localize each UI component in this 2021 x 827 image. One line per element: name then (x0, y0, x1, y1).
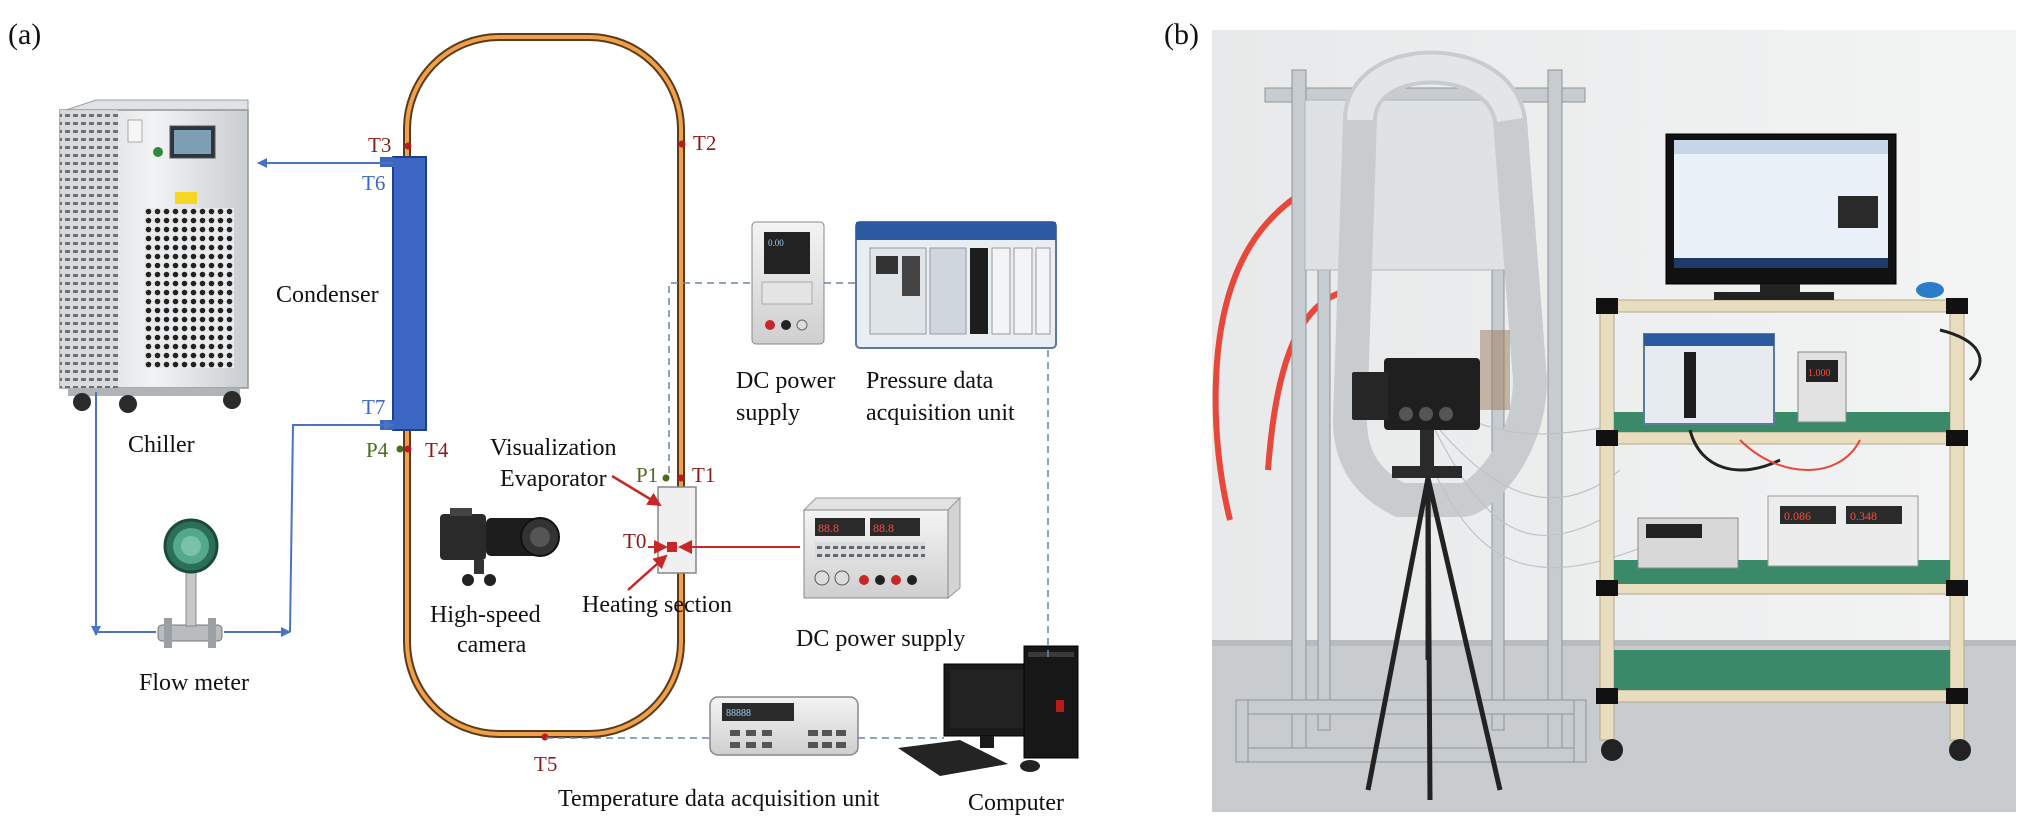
sensor-T0: T0 (623, 529, 646, 553)
sensor-markers (396, 140, 686, 741)
sensor-T1: T1 (692, 463, 715, 487)
desktop-computer-icon (898, 645, 1079, 776)
pressure-daq-label-2: acquisition unit (866, 400, 1015, 426)
dc-power-supply-bottom-label: DC power supply (796, 626, 965, 652)
svg-text:0.086: 0.086 (1784, 509, 1811, 523)
temperature-daq-icon: 88888 (709, 696, 859, 756)
chiller-icon (59, 99, 249, 413)
evaporator-pointer (611, 474, 662, 507)
svg-text:1.000: 1.000 (1808, 368, 1831, 379)
camera-label-2: camera (457, 632, 527, 658)
panel-label-a: (a) (8, 18, 41, 51)
sensor-T5: T5 (534, 752, 557, 776)
flow-meter-label: Flow meter (139, 670, 249, 696)
sensor-P4: P4 (366, 438, 389, 462)
svg-text:0.00: 0.00 (768, 238, 784, 248)
sensor-P1: P1 (636, 463, 658, 487)
visualization-evaporator (657, 486, 697, 574)
lab-photo: 1.000 0.086 0.348 (1212, 30, 2016, 812)
sensor-T3: T3 (368, 133, 391, 157)
svg-text:88.8: 88.8 (873, 521, 894, 535)
pressure-daq-label-1: Pressure data (866, 368, 994, 394)
loop-pipe (403, 33, 685, 738)
evaporator-label: Evaporator (500, 466, 607, 492)
chiller-label: Chiller (128, 432, 195, 458)
dc-power-supply-top-label-1: DC power (736, 368, 835, 394)
pxi-chassis-icon (855, 221, 1057, 349)
temperature-daq-label: Temperature data acquisition unit (558, 786, 880, 812)
dc-power-supply-top-label-2: supply (736, 400, 800, 426)
svg-text:0.348: 0.348 (1850, 509, 1877, 523)
condenser (380, 156, 427, 431)
condenser-label: Condenser (276, 282, 379, 308)
panel-label-b: (b) (1164, 18, 1199, 51)
svg-text:88.8: 88.8 (818, 521, 839, 535)
sensor-T6: T6 (362, 171, 385, 195)
camera-label-1: High-speed (430, 602, 541, 628)
dc-power-supply-bottom-icon: 88.8 88.8 (802, 496, 962, 600)
computer-label: Computer (968, 790, 1064, 816)
heating-pointer (627, 554, 668, 591)
cooling-water-lines (91, 158, 394, 637)
camera-icon (440, 508, 560, 586)
sensor-T4: T4 (425, 438, 449, 462)
heating-section-label: Heating section (582, 592, 732, 618)
sensor-T2: T2 (693, 131, 716, 155)
dc-power-supply-top-icon: 0.00 (751, 221, 825, 345)
svg-text:88888: 88888 (726, 708, 751, 719)
visualization-label: Visualization (490, 435, 617, 461)
sensor-T7: T7 (362, 395, 385, 419)
turbine-flow-meter-icon (157, 518, 223, 648)
signal-cables (546, 282, 1049, 739)
